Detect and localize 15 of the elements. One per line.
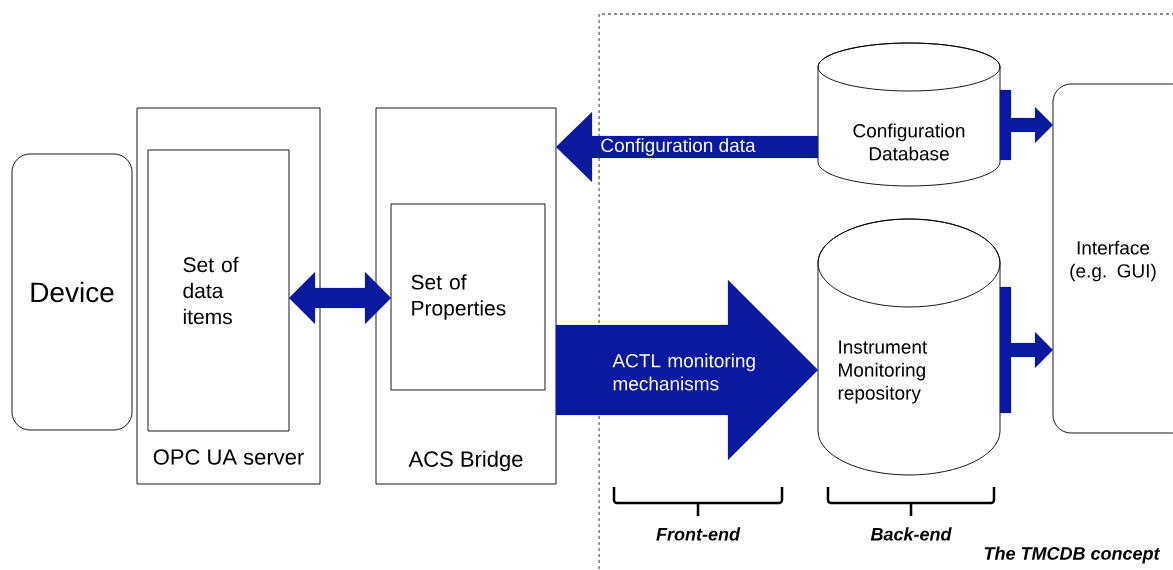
block-arrow [999,89,1054,161]
data-items-box: Set of data items [147,149,290,432]
block-arrow [555,111,819,183]
edge-label: Configuration data [601,138,756,156]
block-arrow [999,286,1054,414]
edge-label: ACTL monitoring mechanisms [612,353,755,391]
brace-label: Front-end [656,527,741,541]
database-cylinder: Configuration Database [817,42,1001,187]
block-arrow [555,279,819,461]
repository-cylinder: Instrument Monitoring repository [817,218,1001,476]
block-arrow [288,271,392,325]
interface-box: Interface (e.g. GUI) [1052,83,1173,434]
brace-label: Back-end [870,527,952,541]
device-box: Device [11,153,133,431]
properties-box: Set of Properties [390,203,546,391]
